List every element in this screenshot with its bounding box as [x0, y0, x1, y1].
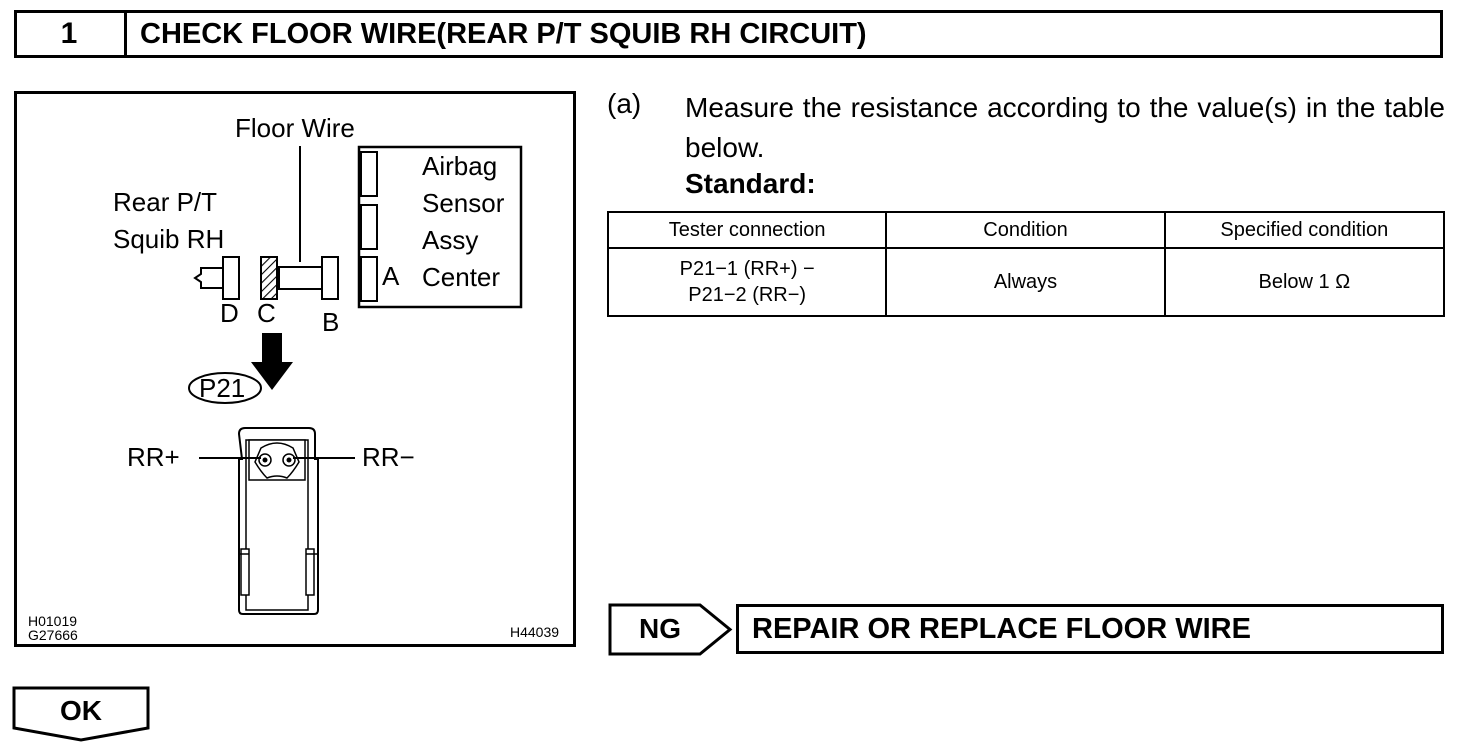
rr-plus-label: RR+ [127, 442, 180, 472]
floor-wire-label: Floor Wire [235, 113, 355, 143]
cell-tester-connection: P21−1 (RR+) − P21−2 (RR−) [606, 247, 888, 317]
standard-heading: Standard: [685, 168, 816, 199]
airbag-sensor-box [357, 145, 523, 309]
ng-label: NG [639, 613, 681, 644]
wiring-diagram: Floor Wire Airbag Sensor Assy Center Rea… [14, 91, 576, 647]
header-tester-connection: Tester connection [606, 211, 888, 249]
ok-label: OK [60, 695, 102, 726]
figure-code-2: G27666 [28, 627, 78, 643]
airbag-terminal-2 [360, 204, 378, 250]
diagram-graphic [188, 145, 523, 615]
rr-minus-label: RR− [362, 442, 415, 472]
table-header-row: Tester connection Condition Specified co… [606, 211, 1446, 249]
figure-code-3: H44039 [510, 624, 560, 640]
spec-table: Tester connection Condition Specified co… [606, 211, 1446, 317]
step-title: CHECK FLOOR WIRE(REAR P/T SQUIB RH CIRCU… [140, 17, 867, 50]
p21-label: P21 [199, 373, 246, 403]
airbag-terminal-1 [360, 151, 378, 197]
figure-code-1: H01019 [28, 613, 78, 629]
header-specified-condition: Specified condition [1163, 211, 1446, 249]
connector-c [260, 256, 278, 300]
step-number: 1 [14, 10, 127, 58]
connector-b [321, 256, 339, 300]
sensor-label: Sensor [422, 188, 505, 218]
step-instruction: Measure the resistance according to the … [685, 92, 1445, 163]
ng-action-box: REPAIR OR REPLACE FLOOR WIRE [736, 604, 1444, 654]
down-arrow [251, 333, 293, 390]
squib-plug [193, 267, 223, 289]
connector-a-label: A [382, 261, 400, 291]
airbag-label: Airbag [422, 151, 498, 181]
center-label: Center [422, 262, 501, 292]
ng-arrow-shape [608, 603, 733, 656]
step-header-frame [14, 10, 1443, 58]
step-letter: (a) [607, 88, 642, 119]
connector-front-view [237, 427, 319, 615]
header-condition: Condition [885, 211, 1166, 249]
connector-d [222, 256, 240, 300]
ok-arrow-shape [12, 686, 150, 742]
cell-specified-condition: Below 1 Ω [1163, 247, 1446, 317]
connector-c-label: C [257, 298, 276, 328]
connector-b-label: B [322, 307, 340, 337]
connector-d-label: D [220, 298, 239, 328]
connection-line-2: P21−2 (RR−) [688, 284, 807, 306]
connection-line-1: P21−1 (RR+) − [679, 258, 815, 280]
airbag-connector-a [360, 256, 378, 302]
squib-rh-label: Squib RH [113, 224, 225, 254]
p21-ellipse [188, 372, 262, 404]
table-row: P21−1 (RR+) − P21−2 (RR−) Always Below 1… [606, 247, 1446, 317]
assy-label: Assy [422, 225, 479, 255]
cell-condition: Always [885, 247, 1166, 317]
floor-wire-body [278, 266, 324, 290]
rear-pt-label: Rear P/T [113, 187, 218, 217]
